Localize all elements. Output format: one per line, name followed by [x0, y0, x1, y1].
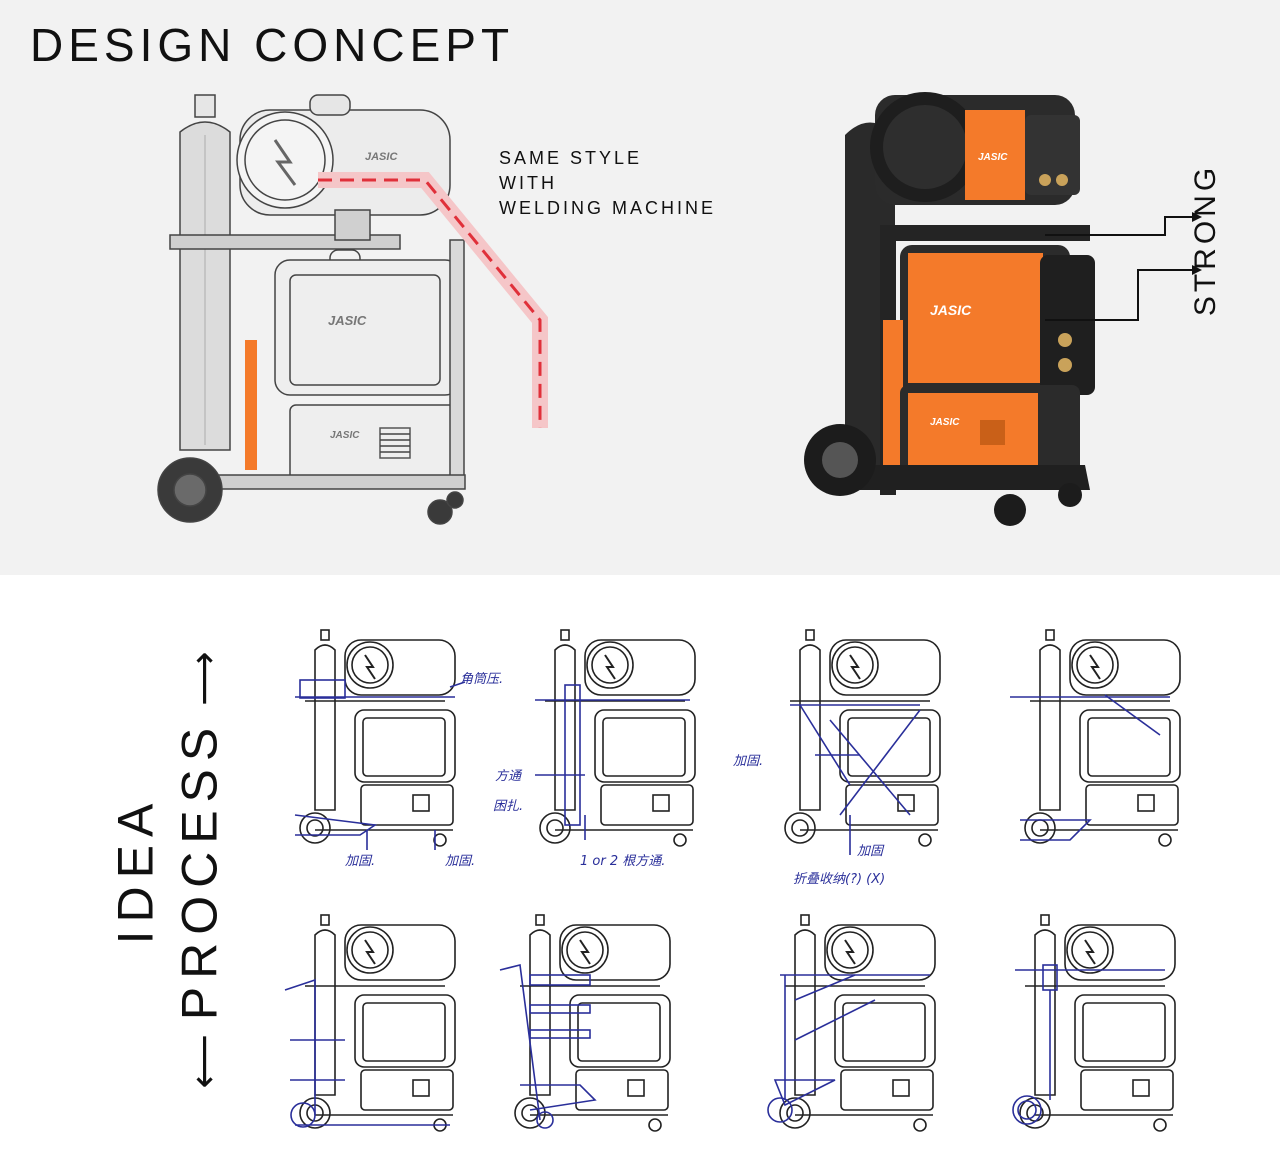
annotation-line-1: SAME STYLE	[499, 148, 643, 168]
sketch-note: 角筒压.	[460, 672, 503, 687]
sketch-note: 困扎.	[493, 799, 523, 814]
brand-logo-text: JASIC	[365, 151, 398, 163]
strong-label-text: STRONG	[1189, 163, 1222, 317]
style-dashed-line	[318, 172, 548, 428]
sketch-note: 加固.	[445, 854, 475, 869]
idea-process-panel	[0, 575, 1280, 1150]
sketch-note: 1 or 2 根方通.	[580, 854, 665, 869]
callout-lines	[1045, 212, 1202, 321]
brand-logo-text: JASIC	[330, 430, 360, 441]
process-line: PROCESS	[171, 719, 228, 1021]
brand-logo-text: JASIC	[930, 302, 972, 318]
brand-logo-text: JASIC	[930, 417, 960, 428]
sketch-note: 加固	[857, 844, 885, 859]
style-annotation: SAME STYLE WITH WELDING MACHINE	[499, 146, 716, 221]
page-title: DESIGN CONCEPT	[30, 19, 515, 71]
sketch-grid: 角筒压. 加固. 加固. 方通 困扎. 1 or 2 根方通. 加固. 加固 折…	[284, 629, 1181, 1132]
sketch-cell-8	[1012, 914, 1176, 1132]
sketch-cell-7	[767, 914, 936, 1132]
annotation-line-3: WELDING MACHINE	[499, 198, 717, 218]
sketch-cell-6	[499, 914, 671, 1132]
rendered-welding-cart: JASIC JASIC JASIC	[804, 92, 1095, 526]
arrow-left-icon: ⟵	[183, 1034, 226, 1089]
line-drawing-welding-cart: JASIC JASIC JASIC	[157, 94, 466, 525]
sketch-cell-2	[535, 629, 696, 847]
sketch-note: 加固.	[345, 854, 375, 869]
sketch-cell-1	[294, 629, 466, 850]
sketch-cell-4	[1010, 629, 1181, 847]
brand-logo-text: JASIC	[978, 152, 1008, 163]
sketch-note: 加固.	[733, 754, 763, 769]
brand-logo-text: JASIC	[328, 313, 367, 328]
sketch-note: 折叠收纳(?) (X)	[793, 872, 885, 887]
sketch-cell-5	[284, 914, 456, 1132]
sketch-cell-3	[784, 629, 941, 855]
idea-line: IDEA	[107, 795, 164, 945]
sketch-note: 方通	[495, 769, 523, 784]
arrow-right-icon: ⟶	[183, 651, 226, 706]
annotation-line-2: WITH	[499, 173, 557, 193]
